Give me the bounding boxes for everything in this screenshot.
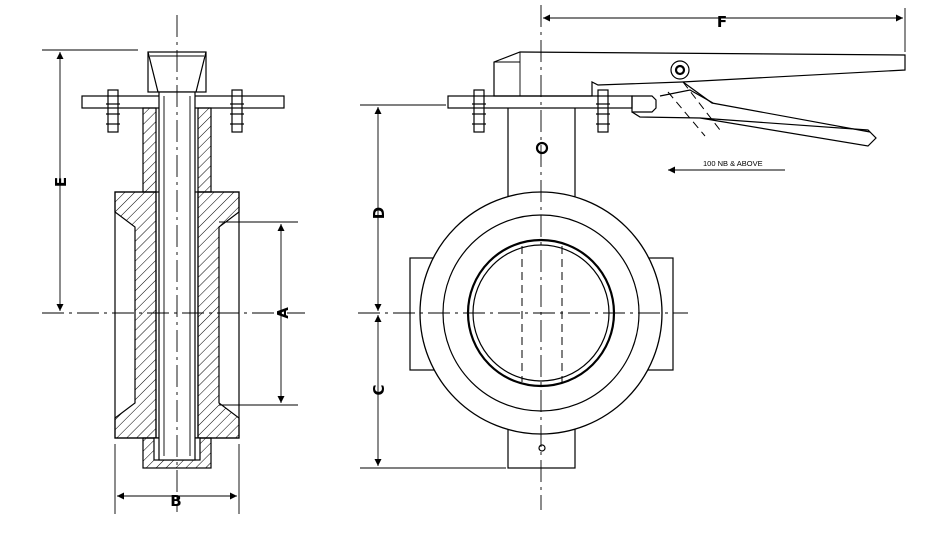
lever-pivot (670, 60, 690, 80)
size-note: 100 NB & ABOVE (668, 159, 785, 174)
neck-pin-hole (535, 141, 549, 155)
dimension-e-label: E (52, 177, 70, 187)
size-note-text: 100 NB & ABOVE (703, 159, 763, 168)
right-flange-bolt (230, 89, 244, 133)
dimension-a: A (219, 221, 298, 406)
front-neck (507, 108, 576, 208)
front-right-bolt (596, 89, 610, 133)
left-flange-bolt (106, 89, 120, 133)
dimension-e: E (42, 49, 138, 311)
front-top-plate (447, 95, 633, 109)
neck-wall-left (142, 107, 157, 193)
lever-open-position (667, 81, 721, 137)
dimension-f: F (543, 8, 906, 52)
front-left-bolt (472, 89, 486, 133)
dimension-d-label: D (370, 207, 388, 219)
side-section-view: E A B (42, 15, 305, 514)
liner-section (114, 191, 240, 439)
neck-wall-right (197, 107, 212, 193)
bottom-pin-hole (538, 444, 546, 452)
dimension-c: C (360, 315, 506, 469)
dimension-f-label: F (717, 13, 727, 31)
front-view: D C F 100 NB & ABOVE (358, 5, 906, 510)
dimension-b: B (114, 444, 240, 514)
dimension-c-label: C (370, 384, 388, 395)
dimension-a-label: A (274, 307, 292, 319)
dimension-d: D (360, 104, 446, 311)
dimension-b-label: B (170, 492, 181, 510)
lever-handle (493, 51, 906, 147)
